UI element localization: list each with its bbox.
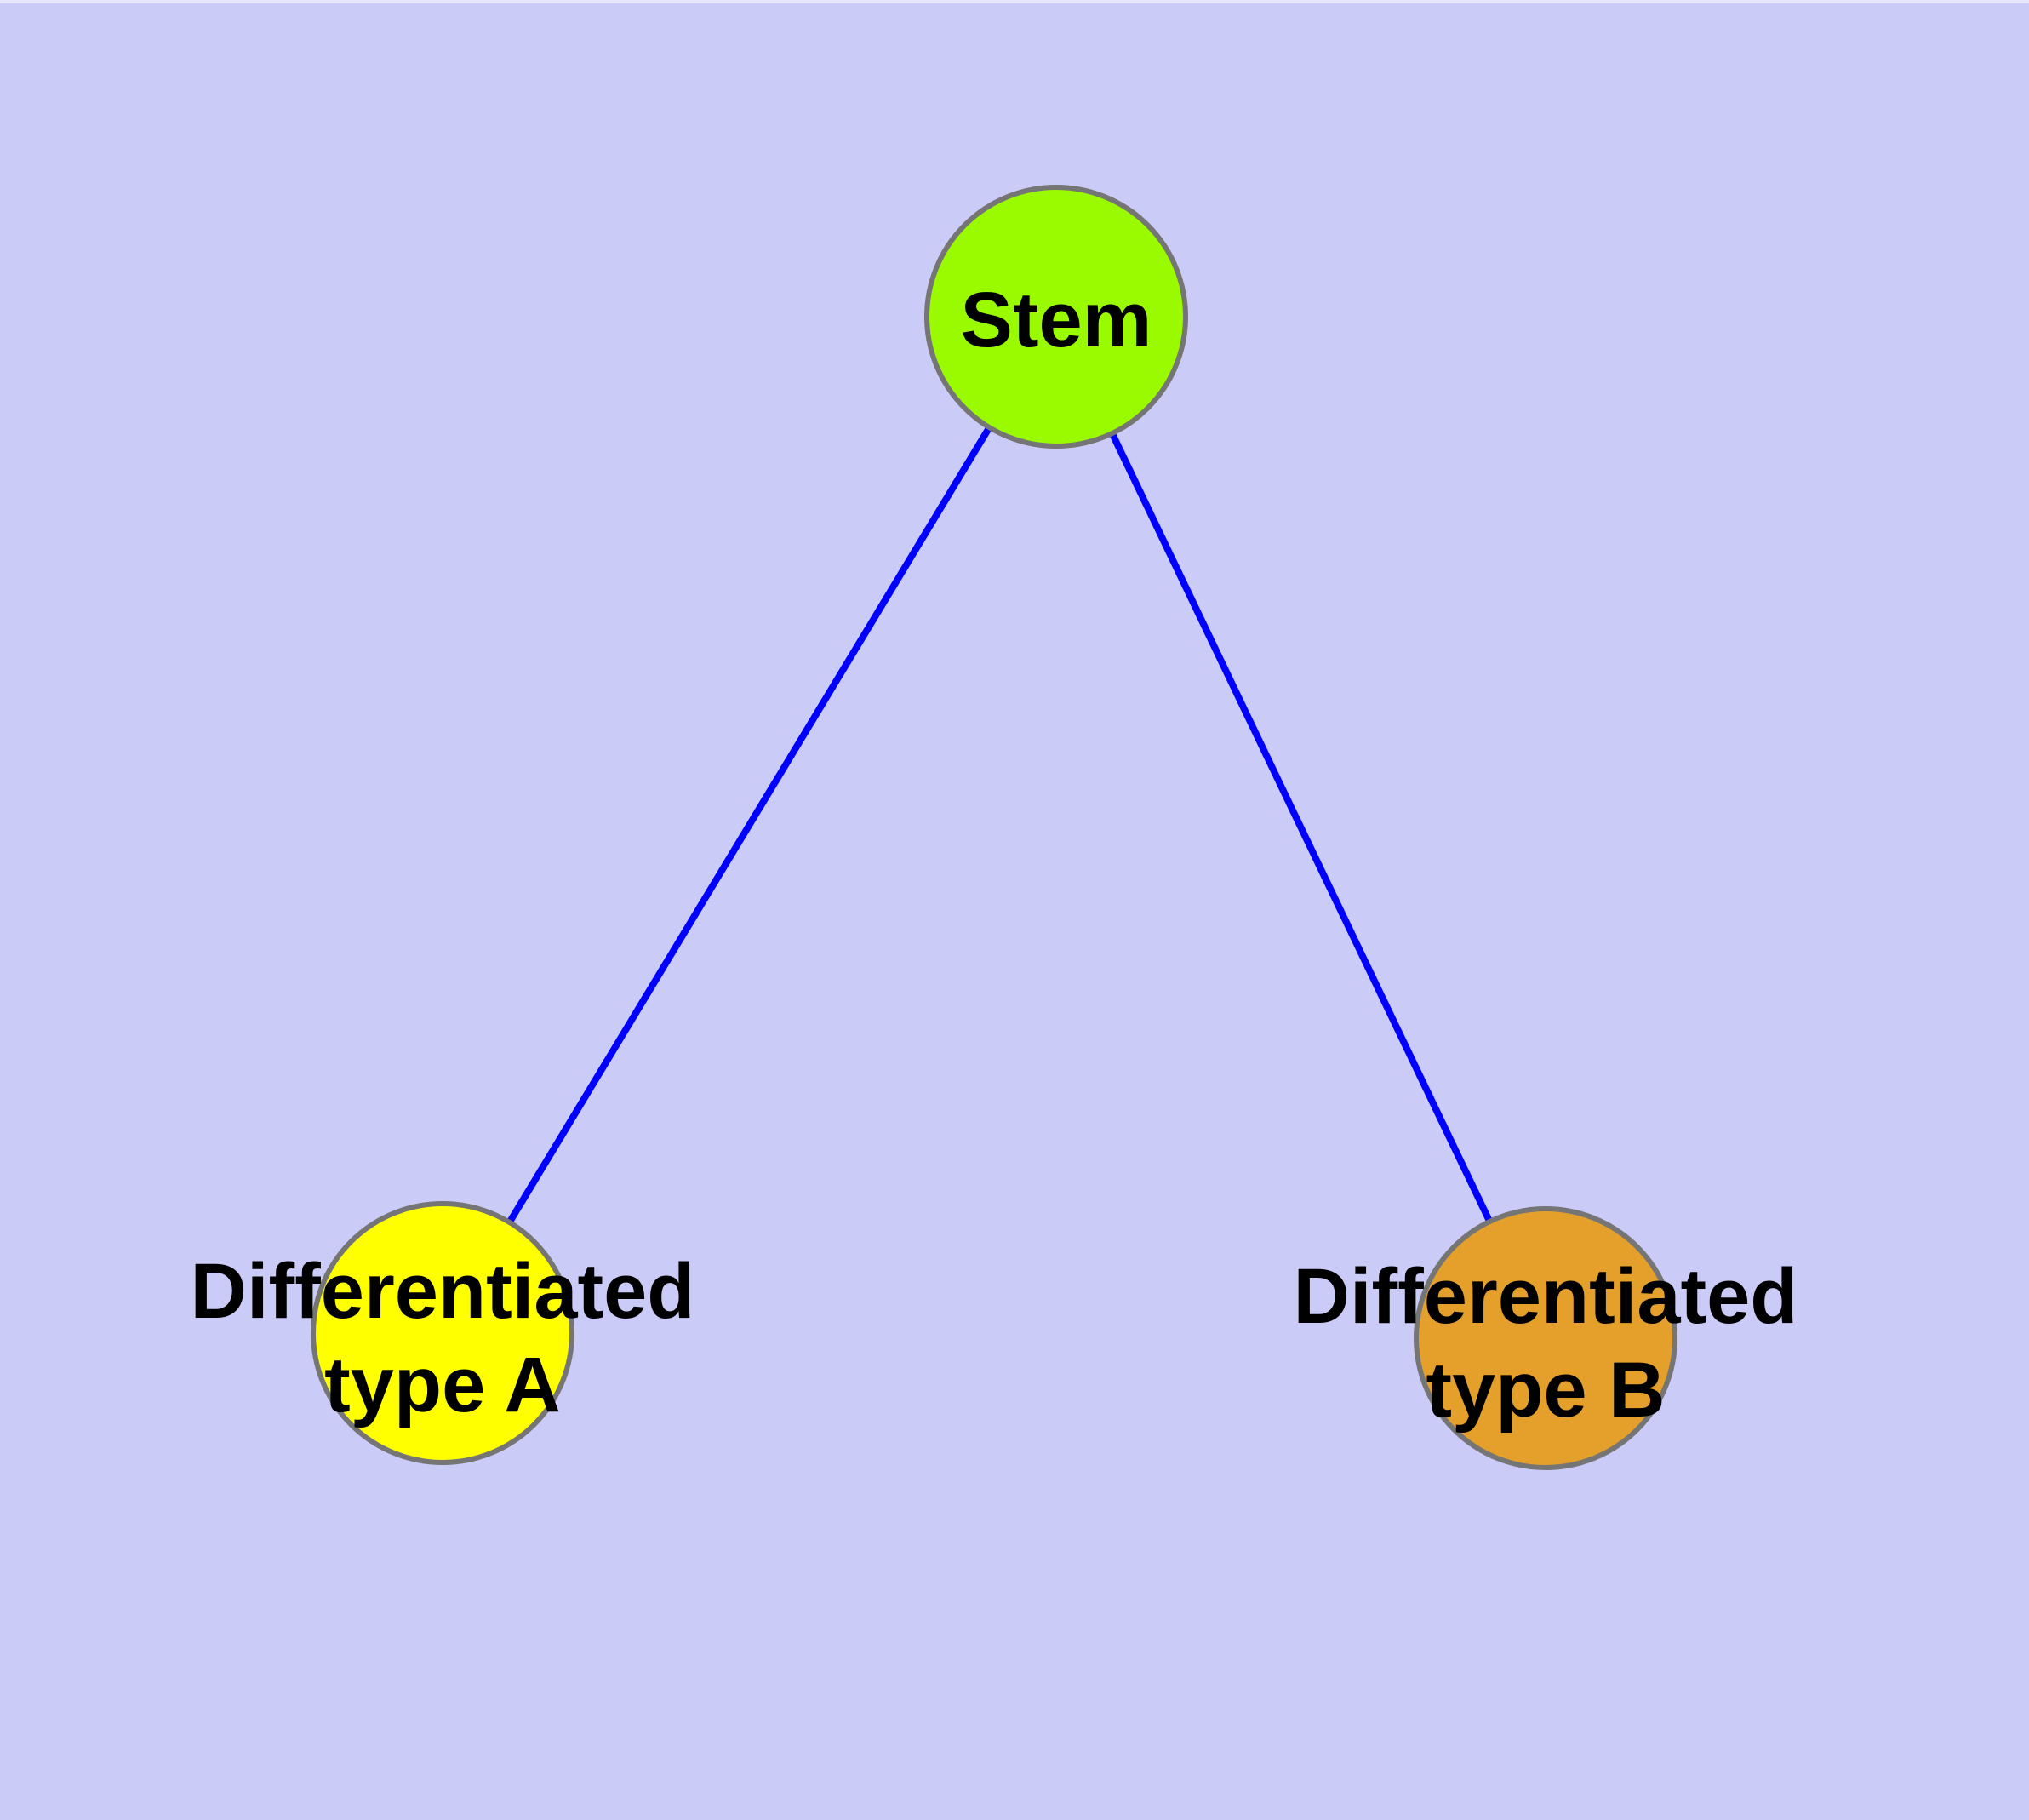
- node-typeb-label-line1: Differentiated: [1294, 1253, 1798, 1340]
- node-stem[interactable]: [924, 185, 1188, 449]
- edge-stem-to-typeB: [1053, 315, 1549, 1340]
- node-typea-label-line1: Differentiated: [191, 1248, 695, 1335]
- node-typeb-label-line2: type B: [1426, 1347, 1665, 1434]
- node-stem-label: Stem: [961, 277, 1152, 363]
- edge-stem-to-typeA: [439, 314, 1060, 1336]
- node-differentiated-type-b[interactable]: [1414, 1206, 1677, 1470]
- node-typea-label-line2: type A: [324, 1342, 561, 1428]
- node-differentiated-type-a[interactable]: [311, 1201, 574, 1465]
